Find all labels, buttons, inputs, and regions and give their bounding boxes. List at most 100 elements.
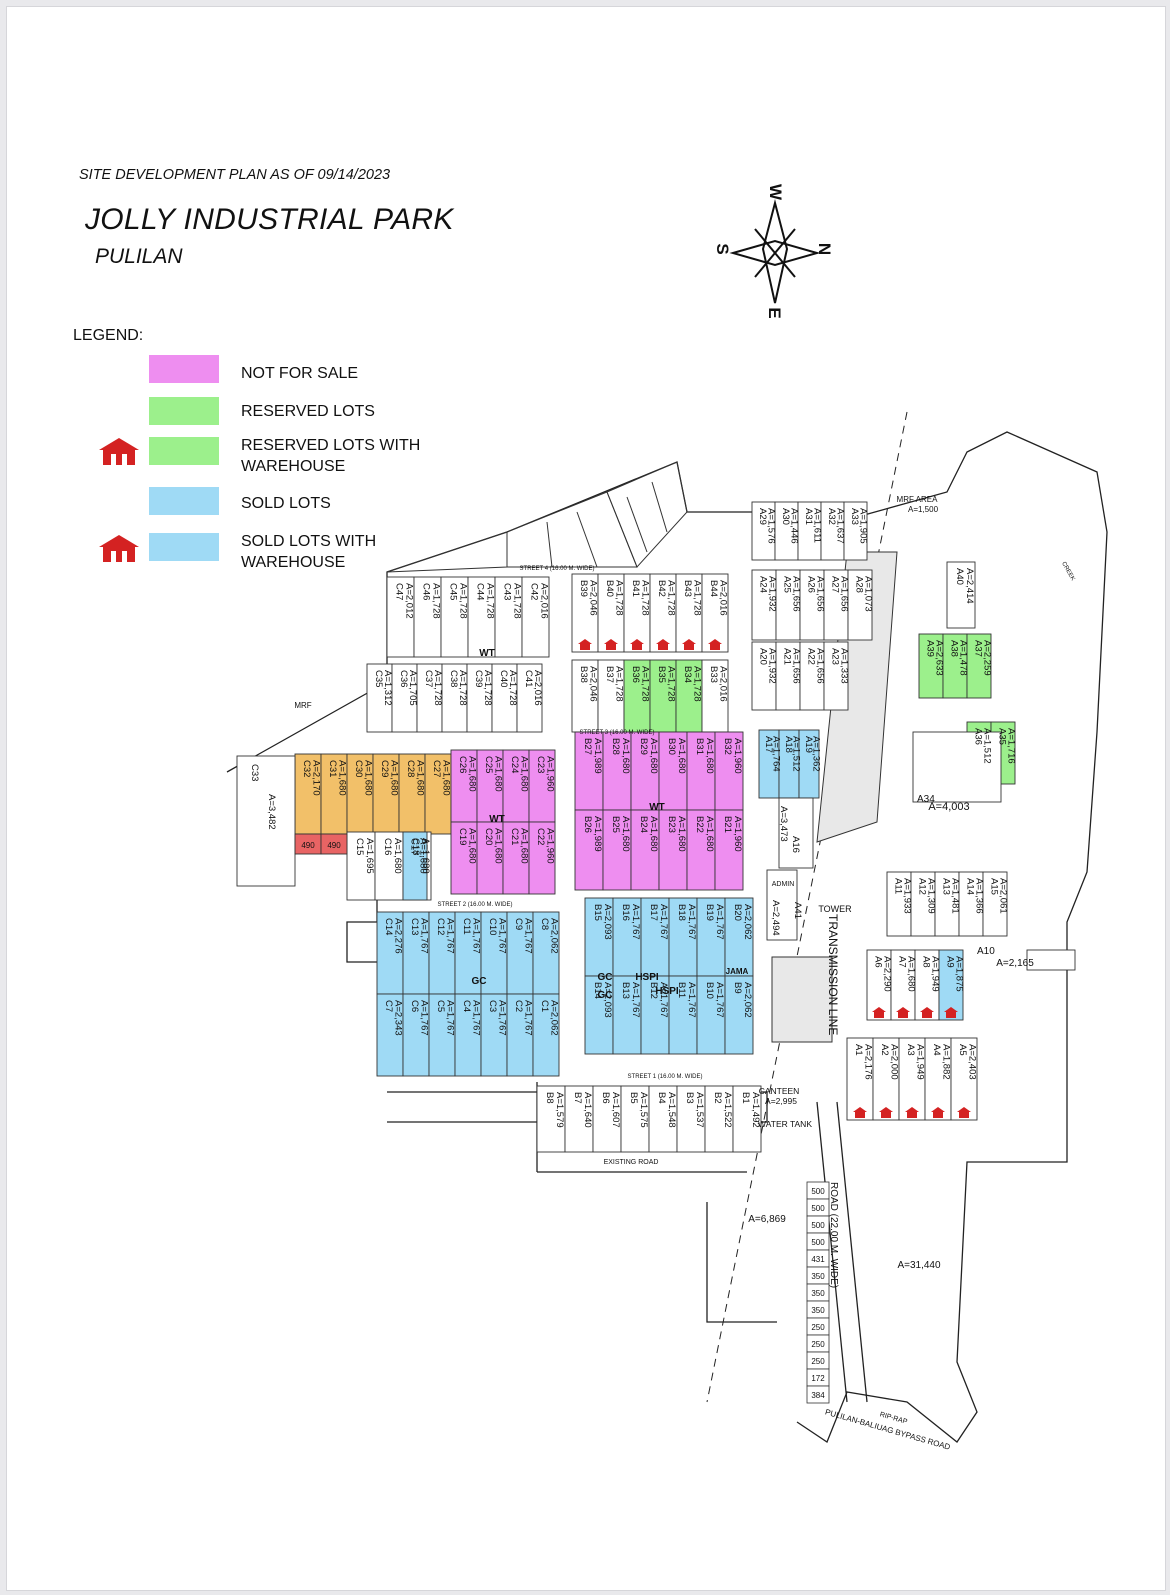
- lot-area: A=2,290: [881, 956, 892, 992]
- lot-b33: [701, 659, 729, 733]
- lot-b37: [597, 659, 625, 733]
- lot-id: B43: [682, 580, 693, 597]
- lot-area: A=2,016: [718, 580, 729, 616]
- lot-id: C21: [509, 828, 520, 845]
- lot-b3: [676, 1085, 706, 1153]
- lot-id: C29: [379, 760, 390, 777]
- lot-label: 490: [327, 841, 341, 850]
- lot-id: B2: [712, 1092, 723, 1104]
- lot-area: A=1,767: [445, 918, 456, 954]
- lot-area: A=1,728: [614, 666, 625, 702]
- lot-area: A=2,061: [997, 878, 1008, 914]
- lot-id: A8: [920, 956, 931, 968]
- lot-id: A13: [940, 878, 951, 895]
- lot-area: A=1,656: [838, 576, 849, 612]
- lot-area: A=2,093: [602, 982, 613, 1018]
- small-lot-label: 250: [811, 1340, 825, 1349]
- lot-id: C11: [461, 918, 472, 935]
- lot-b36: [623, 659, 651, 733]
- lot-area: A=1,728: [692, 666, 703, 702]
- lot-area: A=1,728: [507, 670, 518, 706]
- lot-id: B21: [722, 816, 733, 833]
- lot-area: A=2,046: [588, 666, 599, 702]
- lot-area: A=1,607: [610, 1092, 621, 1128]
- lot-id: B37: [604, 666, 615, 683]
- lot-id: A3: [905, 1044, 916, 1056]
- lot-b7: [564, 1085, 594, 1153]
- lot-b24: [630, 809, 660, 891]
- lot-area: A=1,989: [592, 816, 603, 852]
- lot-area: A=1,764: [770, 736, 781, 772]
- warehouse-icon: [708, 639, 722, 650]
- lot-id: C35: [373, 670, 384, 687]
- lot-id: C33: [249, 764, 260, 781]
- lot-area: A=1,656: [814, 648, 825, 684]
- legend-item-reserved-warehouse: RESERVED LOTS WITH WAREHOUSE: [97, 435, 457, 479]
- lot-area: A=1,767: [497, 1000, 508, 1036]
- lot-id: A22: [805, 648, 816, 665]
- lot-c26: [450, 749, 478, 823]
- lot-area: A=2,000: [889, 1044, 900, 1080]
- lot-b27: [574, 731, 604, 811]
- lot-id: A9: [944, 956, 955, 968]
- warehouse-icon: [931, 1107, 945, 1118]
- lot-area: A=1,705: [407, 670, 418, 706]
- lot-id: B27: [582, 738, 593, 755]
- lot-id: C14: [383, 918, 394, 935]
- lot-id: A28: [853, 576, 864, 593]
- lot-c25: [476, 749, 504, 823]
- lot-area: A=1,882: [941, 1044, 952, 1080]
- lot-id: B34: [682, 666, 693, 683]
- lot-a41: [766, 869, 798, 941]
- lot-area: A=2,633: [933, 640, 944, 676]
- lot-area: A=2,170: [311, 760, 322, 796]
- lot-id: C24: [509, 756, 520, 773]
- warehouse-icon: [896, 1007, 910, 1018]
- lot-b1: [732, 1085, 762, 1153]
- lot-b19: [696, 897, 726, 977]
- lot-id: C20: [483, 828, 494, 845]
- lot-b13: [612, 975, 642, 1055]
- lot-area: A=1,933: [901, 878, 912, 914]
- lot-id: B17: [648, 904, 659, 921]
- lot-area: A=1,680: [905, 956, 916, 992]
- lot-id: C3: [487, 1000, 498, 1012]
- park-title: JOLLY INDUSTRIAL PARK: [85, 203, 454, 236]
- legend-title: LEGEND:: [73, 327, 144, 344]
- lot-id: B10: [704, 982, 715, 999]
- lot-id: A21: [781, 648, 792, 665]
- lot-id: B30: [666, 738, 677, 755]
- lot-id: A35: [996, 728, 1007, 745]
- lot-id: A25: [781, 576, 792, 593]
- lot-area: A=1,728: [640, 580, 651, 616]
- lot-id: A29: [757, 508, 768, 525]
- lot-id: A34: [917, 794, 935, 805]
- small-lot: [806, 1385, 830, 1404]
- lot-id: A6: [872, 956, 883, 968]
- small-lot-label: 172: [811, 1374, 825, 1383]
- lot-c27: [424, 753, 452, 835]
- lot-area: A=31,440: [897, 1260, 941, 1271]
- lot-id: B19: [704, 904, 715, 921]
- warehouse-icon: [604, 639, 618, 650]
- tenant-label: WT: [649, 802, 665, 813]
- lot-id: A5: [957, 1044, 968, 1056]
- tenant-label: JAMA: [726, 967, 749, 976]
- plan-sheet: SITE DEVELOPMENT PLAN AS OF 09/14/2023 J…: [6, 6, 1166, 1591]
- lot-b2: [704, 1085, 734, 1153]
- lot-area: A=1,680: [337, 760, 348, 796]
- lot-id: B5: [628, 1092, 639, 1104]
- lot-id: A2: [879, 1044, 890, 1056]
- lot-id: B35: [656, 666, 667, 683]
- lot-a12: [910, 871, 936, 937]
- lot-area: A=1,492: [750, 1092, 761, 1128]
- lot-id: C25: [483, 756, 494, 773]
- lot-c17: [402, 831, 428, 901]
- lot-id: C23: [535, 756, 546, 773]
- small-lot-label: 350: [811, 1272, 825, 1281]
- lot-a37: [966, 633, 992, 699]
- lot-id: C10: [487, 918, 498, 935]
- legend-item-sold: SOLD LOTS: [97, 487, 457, 531]
- lot-id: B40: [604, 580, 615, 597]
